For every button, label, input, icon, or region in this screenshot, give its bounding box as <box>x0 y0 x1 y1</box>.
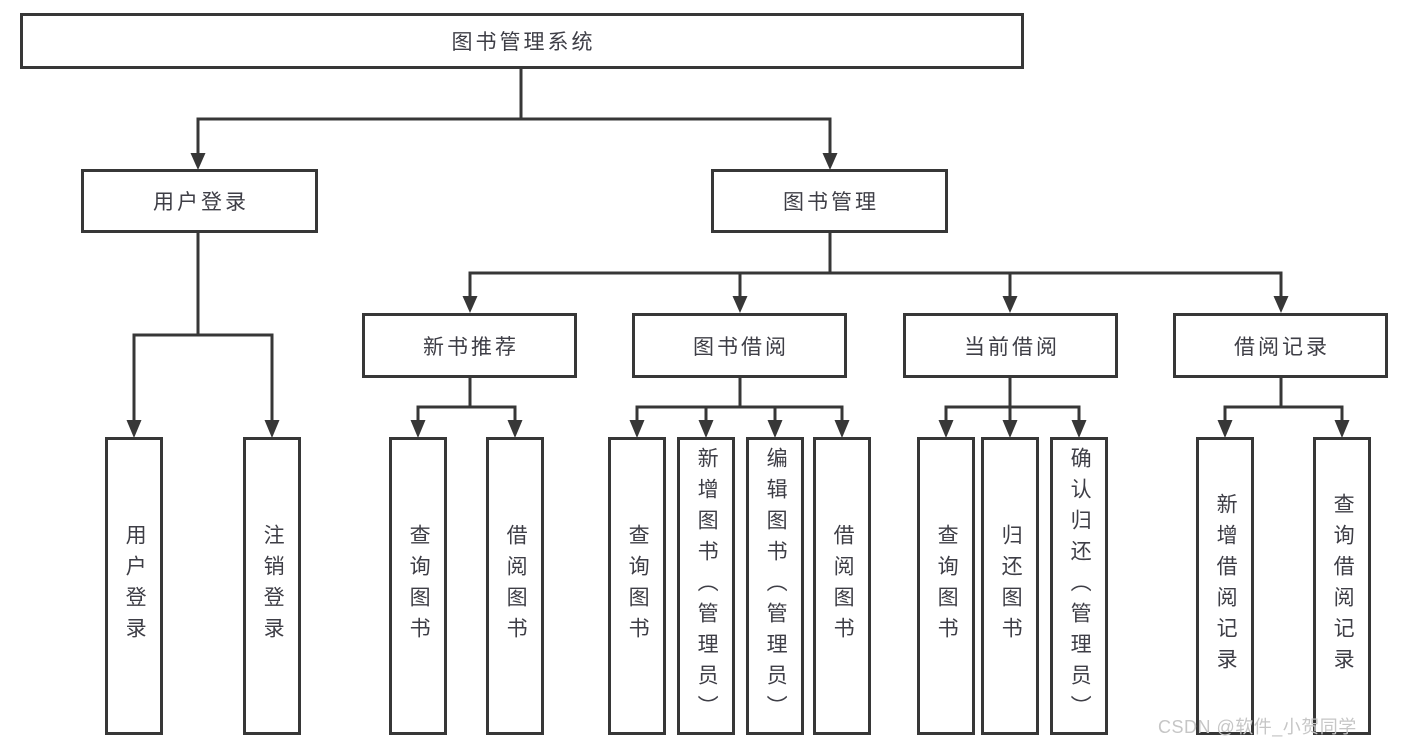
leaf-current-query-books-label: 查询图书 <box>935 524 959 648</box>
node-root-label: 图书管理系统 <box>451 31 596 54</box>
leaf-borrow-borrow-books: 借阅图书 <box>813 437 871 735</box>
leaf-borrow-edit-books-admin: 编辑图书（管理员） <box>746 437 804 735</box>
leaf-user-login: 用户登录 <box>105 437 163 735</box>
leaf-logout: 注销登录 <box>243 437 301 735</box>
node-book-borrow-label: 图书借阅 <box>693 335 789 359</box>
leaf-borrow-borrow-books-label: 借阅图书 <box>831 524 855 648</box>
leaf-borrow-query-books: 查询图书 <box>608 437 666 735</box>
node-user-login: 用户登录 <box>81 169 318 233</box>
node-borrow-record: 借阅记录 <box>1173 313 1388 378</box>
leaf-current-query-books: 查询图书 <box>917 437 975 735</box>
leaf-borrow-query-books-label: 查询图书 <box>626 524 650 648</box>
node-new-book-recommend-label: 新书推荐 <box>423 335 519 359</box>
leaf-user-login-label: 用户登录 <box>123 524 147 648</box>
node-user-login-label: 用户登录 <box>153 191 249 214</box>
leaf-current-return-books: 归还图书 <box>981 437 1039 735</box>
leaf-borrow-add-books-admin: 新增图书（管理员） <box>677 437 735 735</box>
node-borrow-record-label: 借阅记录 <box>1234 335 1330 359</box>
leaf-borrow-edit-books-admin-label: 编辑图书（管理员） <box>764 446 788 726</box>
arrowheads <box>126 153 1350 438</box>
leaf-current-confirm-return-admin-label: 确认归还（管理员） <box>1068 446 1092 726</box>
node-book-management: 图书管理 <box>711 169 948 233</box>
node-root: 图书管理系统 <box>20 13 1024 69</box>
node-current-borrow: 当前借阅 <box>903 313 1118 378</box>
node-current-borrow-label: 当前借阅 <box>964 335 1060 359</box>
node-book-management-label: 图书管理 <box>783 191 879 214</box>
leaf-current-confirm-return-admin: 确认归还（管理员） <box>1050 437 1108 735</box>
leaf-newbook-borrow-books-label: 借阅图书 <box>504 524 528 648</box>
connector-segments <box>132 69 1344 422</box>
leaf-record-add-borrow-record: 新增借阅记录 <box>1196 437 1254 735</box>
leaf-logout-label: 注销登录 <box>261 524 285 648</box>
leaf-newbook-query-books-label: 查询图书 <box>407 524 431 648</box>
leaf-borrow-add-books-admin-label: 新增图书（管理员） <box>695 446 719 726</box>
leaf-newbook-borrow-books: 借阅图书 <box>486 437 544 735</box>
leaf-record-query-borrow-record: 查询借阅记录 <box>1313 437 1371 735</box>
leaf-current-return-books-label: 归还图书 <box>999 524 1023 648</box>
node-book-borrow: 图书借阅 <box>632 313 847 378</box>
node-new-book-recommend: 新书推荐 <box>362 313 577 378</box>
leaf-record-query-borrow-record-label: 查询借阅记录 <box>1331 493 1355 679</box>
leaf-record-add-borrow-record-label: 新增借阅记录 <box>1214 493 1238 679</box>
csdn-watermark: CSDN @软件_小贺同学 <box>1158 717 1357 737</box>
leaf-newbook-query-books: 查询图书 <box>389 437 447 735</box>
